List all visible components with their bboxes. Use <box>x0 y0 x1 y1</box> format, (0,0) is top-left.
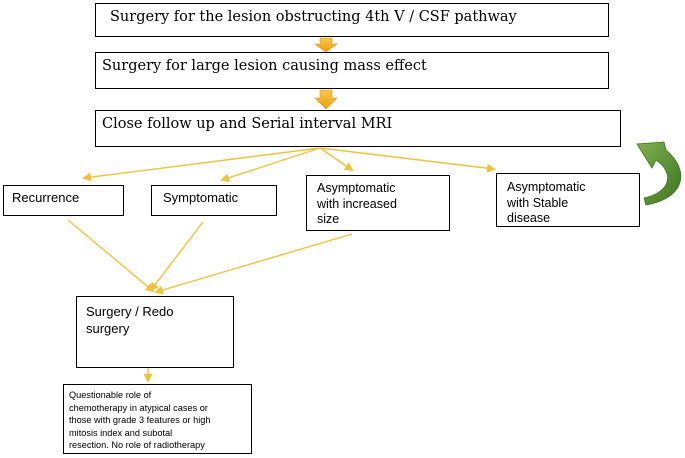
step-surgery-large-lesion: Surgery for large lesion causing mass ef… <box>95 52 609 89</box>
arrow-to-recurrence <box>82 147 321 182</box>
step-follow-up-mri-label: Close follow up and Serial interval MRI <box>102 116 393 132</box>
block-arrow-1 <box>314 37 338 53</box>
outcome-symptomatic-label: Symptomatic <box>163 190 239 205</box>
arrow-to-symptomatic <box>220 147 321 183</box>
step-surgery-obstructing-lesion: Surgery for the lesion obstructing 4th V… <box>95 3 609 37</box>
outcome-stable-disease-label: Asymptomatic with Stable disease <box>507 180 586 225</box>
arrow-increased-to-surgery <box>154 233 353 295</box>
outcome-recurrence-label: Recurrence <box>12 190 80 205</box>
block-arrow-2 <box>314 89 338 110</box>
chemotherapy-note-label: Questionable role of chemotherapy in aty… <box>69 390 211 450</box>
outcome-increased-size-label: Asymptomatic with increased size <box>317 181 397 226</box>
chemotherapy-note-box: Questionable role of chemotherapy in aty… <box>63 384 252 454</box>
step-surgery-large-lesion-label: Surgery for large lesion causing mass ef… <box>102 58 427 74</box>
loop-back-arrow <box>636 141 682 206</box>
step-surgery-obstructing-lesion-label: Surgery for the lesion obstructing 4th V… <box>110 9 517 25</box>
arrow-symptomatic-to-surgery <box>149 221 204 292</box>
outcome-stable-disease: Asymptomatic with Stable disease <box>496 173 640 227</box>
step-follow-up-mri: Close follow up and Serial interval MRI <box>95 110 621 147</box>
outcome-symptomatic: Symptomatic <box>151 185 277 216</box>
surgery-redo-label: Surgery / Redo surgery <box>86 304 174 336</box>
surgery-redo-box: Surgery / Redo surgery <box>76 296 234 368</box>
outcome-increased-size: Asymptomatic with increased size <box>306 175 450 231</box>
arrow-to-increased-size <box>319 147 354 172</box>
outcome-recurrence: Recurrence <box>3 185 124 216</box>
arrow-recurrence-to-surgery <box>67 219 155 293</box>
arrow-to-stable <box>319 147 496 173</box>
